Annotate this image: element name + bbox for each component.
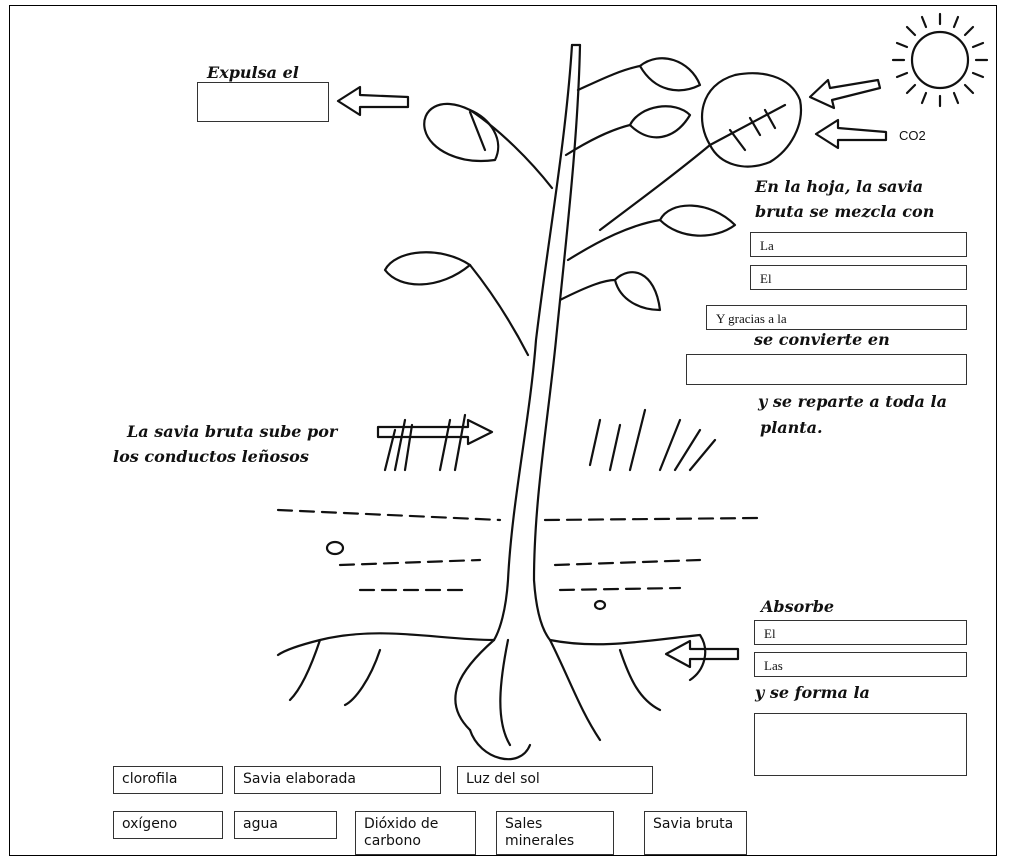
arrow-icon	[664, 639, 740, 669]
plant-leaf	[423, 102, 500, 163]
plant-leaf	[700, 72, 803, 168]
label-hoja-1: En la hoja, la savia	[755, 177, 924, 196]
arrow-icon	[376, 418, 494, 446]
answer-box-absorbe-el[interactable]: El	[754, 620, 967, 645]
word-agua[interactable]: agua	[234, 811, 337, 839]
answer-box-la[interactable]: La	[750, 232, 967, 257]
word-savia-bruta[interactable]: Savia bruta	[644, 811, 747, 855]
sun-icon	[891, 12, 989, 108]
label-reparte-1: y se reparte a toda la	[758, 392, 947, 411]
answer-box-expulsa[interactable]	[197, 82, 329, 122]
grass	[383, 408, 717, 472]
word-sales-minerales[interactable]: Sales minerales	[496, 811, 614, 855]
label-absorbe: Absorbe	[761, 597, 835, 616]
answer-box-convierte[interactable]	[686, 354, 967, 385]
plant-leaf	[613, 271, 662, 312]
word-luz-del-sol[interactable]: Luz del sol	[457, 766, 653, 794]
word-dioxido-de-carbono[interactable]: Dióxido de carbono	[355, 811, 476, 855]
plant-leaf	[383, 251, 472, 286]
answer-box-el[interactable]: El	[750, 265, 967, 290]
worksheet-frame	[9, 5, 997, 856]
word-savia-elaborada[interactable]: Savia elaborada	[234, 766, 441, 794]
plant-leaf	[658, 204, 737, 237]
plant-leaf	[628, 105, 692, 139]
label-sube-1: La savia bruta sube por	[127, 422, 338, 441]
label-co2: CO2	[899, 128, 926, 143]
label-expulsa: Expulsa el	[207, 63, 299, 82]
arrow-icon	[808, 78, 882, 110]
label-reparte-2: planta.	[760, 418, 823, 437]
word-clorofila[interactable]: clorofila	[113, 766, 223, 794]
answer-box-gracias[interactable]: Y gracias a la	[706, 305, 967, 330]
label-convierte: se convierte en	[754, 330, 890, 349]
answer-box-absorbe-las[interactable]: Las	[754, 652, 967, 677]
plant-trunk	[492, 43, 582, 642]
word-oxigeno[interactable]: oxígeno	[113, 811, 223, 839]
arrow-icon	[814, 118, 888, 150]
ground-line	[276, 508, 762, 592]
plant-branch	[468, 108, 554, 190]
plant-roots	[276, 632, 707, 747]
answer-box-forma[interactable]	[754, 713, 967, 776]
label-sube-2: los conductos leñosos	[113, 447, 309, 466]
label-forma: y se forma la	[755, 683, 870, 702]
plant-leaf	[638, 57, 702, 92]
arrow-icon	[336, 85, 410, 117]
label-hoja-2: bruta se mezcla con	[755, 202, 935, 221]
